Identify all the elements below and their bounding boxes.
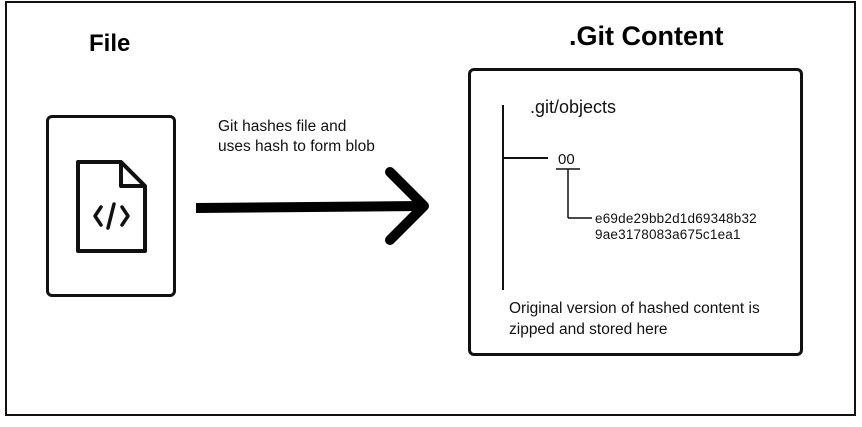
file-card <box>46 115 176 297</box>
git-content-box <box>468 68 803 356</box>
hash-value-line-2: 9ae3178083a675c1ea1 <box>595 227 741 242</box>
git-objects-label: .git/objects <box>530 97 617 117</box>
file-title: File <box>89 30 131 57</box>
git-content-title: .Git Content <box>569 21 724 51</box>
hash-value: e69de29bb2d1d69348b32 9ae3178083a675c1ea… <box>595 211 785 243</box>
arrow-right-icon <box>195 167 429 245</box>
subdirectory-label: 00 <box>558 151 575 168</box>
storage-note: Original version of hashed content is zi… <box>509 300 760 338</box>
directory-tree-lines <box>502 105 592 290</box>
hash-value-line-1: e69de29bb2d1d69348b32 <box>595 211 757 226</box>
hash-caption: Git hashes file and uses hash to form bl… <box>218 118 375 155</box>
code-file-icon <box>76 160 147 253</box>
